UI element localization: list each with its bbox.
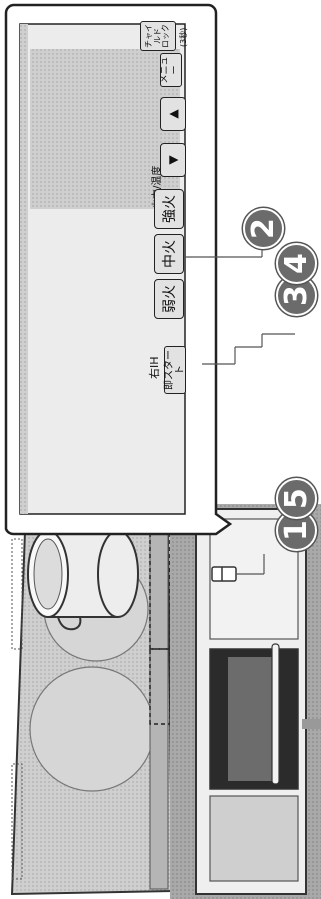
burner-zone-left xyxy=(30,667,154,791)
callout-step-5: 5 xyxy=(276,478,317,519)
cabinet-front xyxy=(170,504,321,899)
child-lock-label-line2: ロック xyxy=(162,24,171,48)
grill-handle xyxy=(272,644,279,784)
pot-icon xyxy=(28,519,138,630)
heat-up-button[interactable]: ▲ xyxy=(160,97,186,131)
heat-down-button[interactable]: ▼ xyxy=(160,143,186,177)
child-lock-button[interactable]: チャイルド ロック xyxy=(140,21,176,51)
child-lock-hint: (3秒) xyxy=(178,28,189,47)
menu-button[interactable]: メニュー xyxy=(160,53,182,87)
medium-heat-button[interactable]: 中火 xyxy=(154,234,184,274)
power-switch-icon xyxy=(212,567,236,581)
child-lock-label-line1: チャイルド xyxy=(145,22,163,50)
high-heat-button[interactable]: 強火 xyxy=(154,189,184,229)
callout-step-2: 2 xyxy=(243,208,284,249)
unit-label: 右IH xyxy=(146,356,162,379)
callout-step-4: 4 xyxy=(276,243,317,284)
low-heat-button[interactable]: 弱火 xyxy=(154,279,184,319)
quick-start-button[interactable]: 即スタート xyxy=(164,346,186,394)
